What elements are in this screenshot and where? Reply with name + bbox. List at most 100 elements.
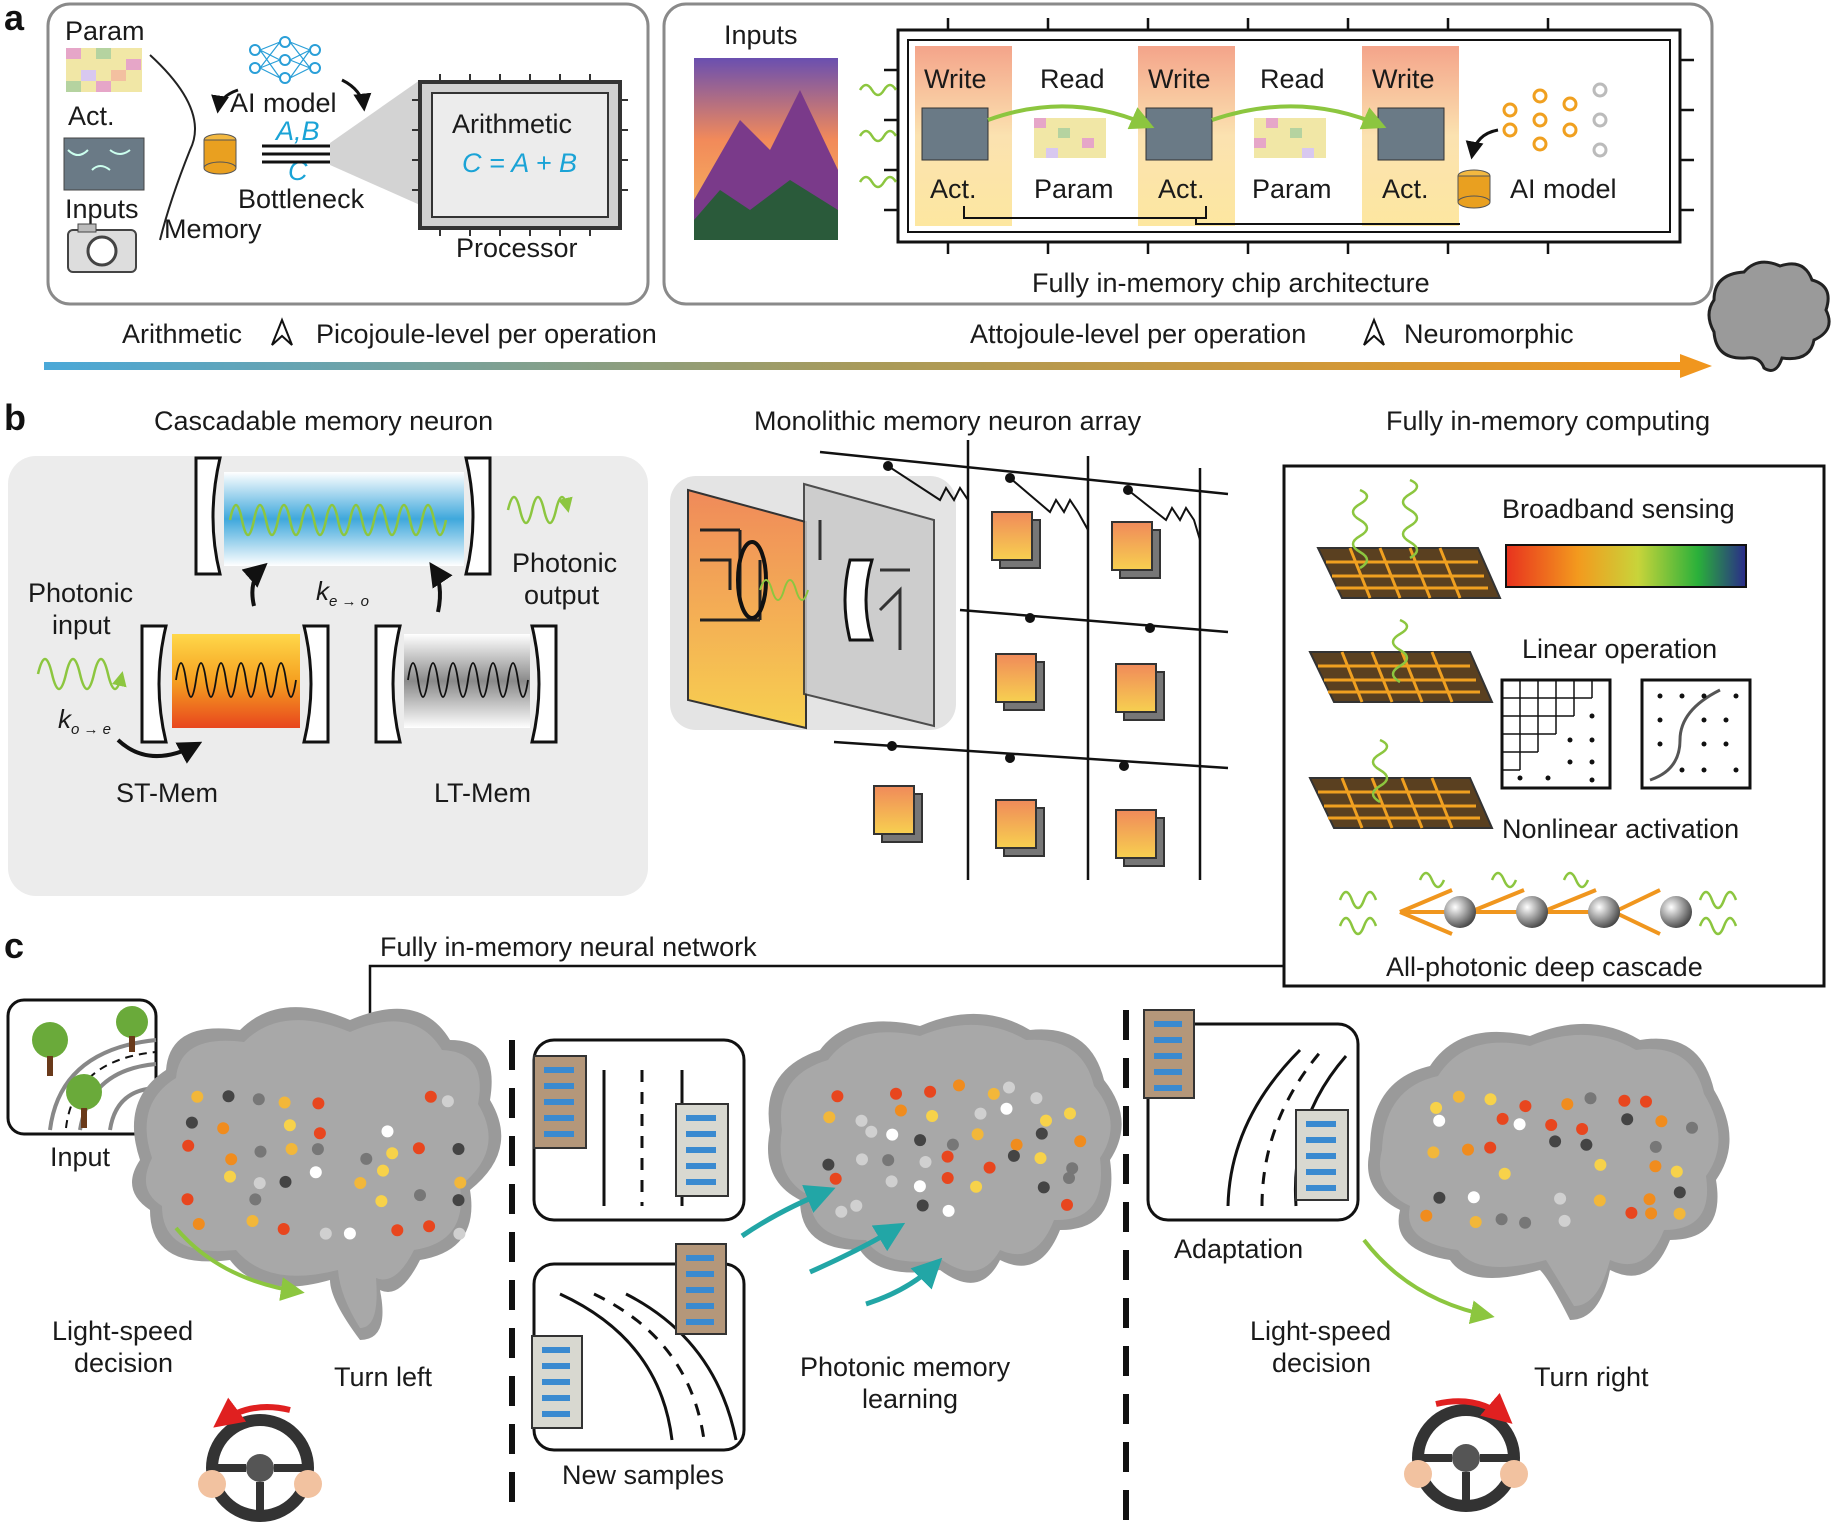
mountain-image [694,58,838,240]
neuron-dot [941,1172,954,1184]
neuron-dot [1452,1090,1465,1103]
ai-model-label: AI model [230,88,337,118]
neuron-dot [942,1204,955,1217]
neuron-dot [1484,1141,1497,1154]
panel-a-left-box: Param Act. Inputs Memory [46,2,650,306]
neuron-dot [1469,1216,1482,1228]
neuron-dot [1420,1209,1433,1222]
act-label: Act. [68,101,115,131]
neuron-dot [1655,1115,1668,1128]
turn-right-label: Turn right [1534,1362,1649,1392]
neuron-dot [309,1166,322,1179]
architecture-caption: Fully in-memory chip architecture [1032,268,1430,298]
equation-label: C = A + B [462,148,577,178]
neuron-dot [1645,1207,1658,1220]
neuron-dot [1427,1146,1440,1159]
arithmetic-label: Arithmetic [452,109,572,139]
neuron-dot [916,1199,929,1212]
read-2: Read [1260,64,1325,94]
arrow-atto-label: Attojoule-level per operation [970,319,1306,349]
neuron-dot [885,1175,898,1188]
k-oe: ko → e [58,704,111,738]
neuron-dot [1643,1193,1656,1206]
neuron-dot [1686,1121,1698,1134]
neuron-dot [1040,1114,1052,1127]
neuron-dot [1498,1167,1511,1180]
neuron-dot [1074,1135,1087,1148]
act-feature-map [63,137,145,191]
photonic-input-2: input [52,610,111,640]
neuron-dot [822,1158,835,1171]
title-cascadable: Cascadable memory neuron [154,406,493,436]
memory-label: Memory [164,214,262,244]
neuron-dot [835,1205,848,1218]
neuron-dot [1519,1216,1532,1229]
neuron-dot [414,1189,426,1202]
processor-label: Processor [456,233,578,263]
neuron-dot [1034,1152,1047,1165]
fimnn-label: Fully in-memory neural network [380,932,757,962]
neuron-dot [279,1175,292,1188]
neuron-dot [249,1193,262,1206]
neuron-dot [191,1090,204,1103]
neuron-dot [454,1176,467,1189]
write-1: Write [924,64,987,94]
neuron-dot [412,1142,425,1155]
neuron-dot [1549,1135,1562,1148]
neuron-dot [375,1195,388,1208]
write-3: Write [1372,64,1435,94]
neuron-dot [1037,1181,1050,1194]
linear-label: Linear operation [1522,634,1717,664]
neuron-dot [319,1227,332,1240]
cascadable-neuron-panel [8,456,648,896]
processor-chip [412,74,628,236]
neuron-dot [1649,1160,1662,1173]
neuron-dot [452,1194,465,1207]
act-map-1 [921,107,989,161]
input-label: Input [50,1142,111,1172]
neuron-dot [1003,1081,1015,1094]
decision-arrow-right [1362,1238,1495,1324]
neuron-dot [1430,1101,1443,1114]
neuron-dot [312,1097,325,1110]
neuron-dot [181,1193,194,1206]
sample-curved-road [531,1243,746,1452]
right-ai-model-label: AI model [1510,174,1617,204]
neuron-dot [1649,1140,1662,1153]
neuron-dot [1519,1100,1532,1113]
neuron-dot [283,1119,296,1132]
neuron-dot [1064,1107,1076,1120]
neuron-dot [831,1090,844,1103]
learning-arrow-2 [808,1222,906,1275]
cascade-label: All-photonic deep cascade [1386,952,1703,982]
write-arrow-1 [987,104,1155,130]
write-arrow-2 [1211,104,1387,130]
neuron-dot [185,1116,198,1129]
neuron-dot [1007,1149,1020,1162]
camera-icon [67,223,137,273]
neuron-dot [855,1114,868,1127]
neuron-dot [453,1227,466,1240]
param-cell-2: Param [1252,174,1332,204]
energy-arrow-bar [44,362,1684,370]
neuron-dot [1558,1214,1571,1227]
neuron-dot [225,1153,238,1166]
broadband-label: Broadband sensing [1502,494,1735,524]
neuron-dot [222,1090,235,1103]
neuron-dot [894,1104,907,1117]
neuron-dot [1467,1191,1480,1204]
panel-a-letter: a [4,0,25,38]
neuron-dot [1035,1127,1048,1140]
ab-label: A,B [274,116,320,146]
neuron-dot [1580,1138,1593,1151]
neuron-dot [313,1127,326,1140]
neuron-dot [1433,1191,1446,1204]
neuron-dot [1010,1138,1023,1151]
right-db-icon [1457,169,1491,209]
neuron-dot [377,1164,389,1177]
neuron-dot [254,1145,267,1158]
neuron-dot [974,1107,987,1120]
neuron-dot [1673,1186,1686,1199]
neuron-dot [1584,1092,1597,1105]
